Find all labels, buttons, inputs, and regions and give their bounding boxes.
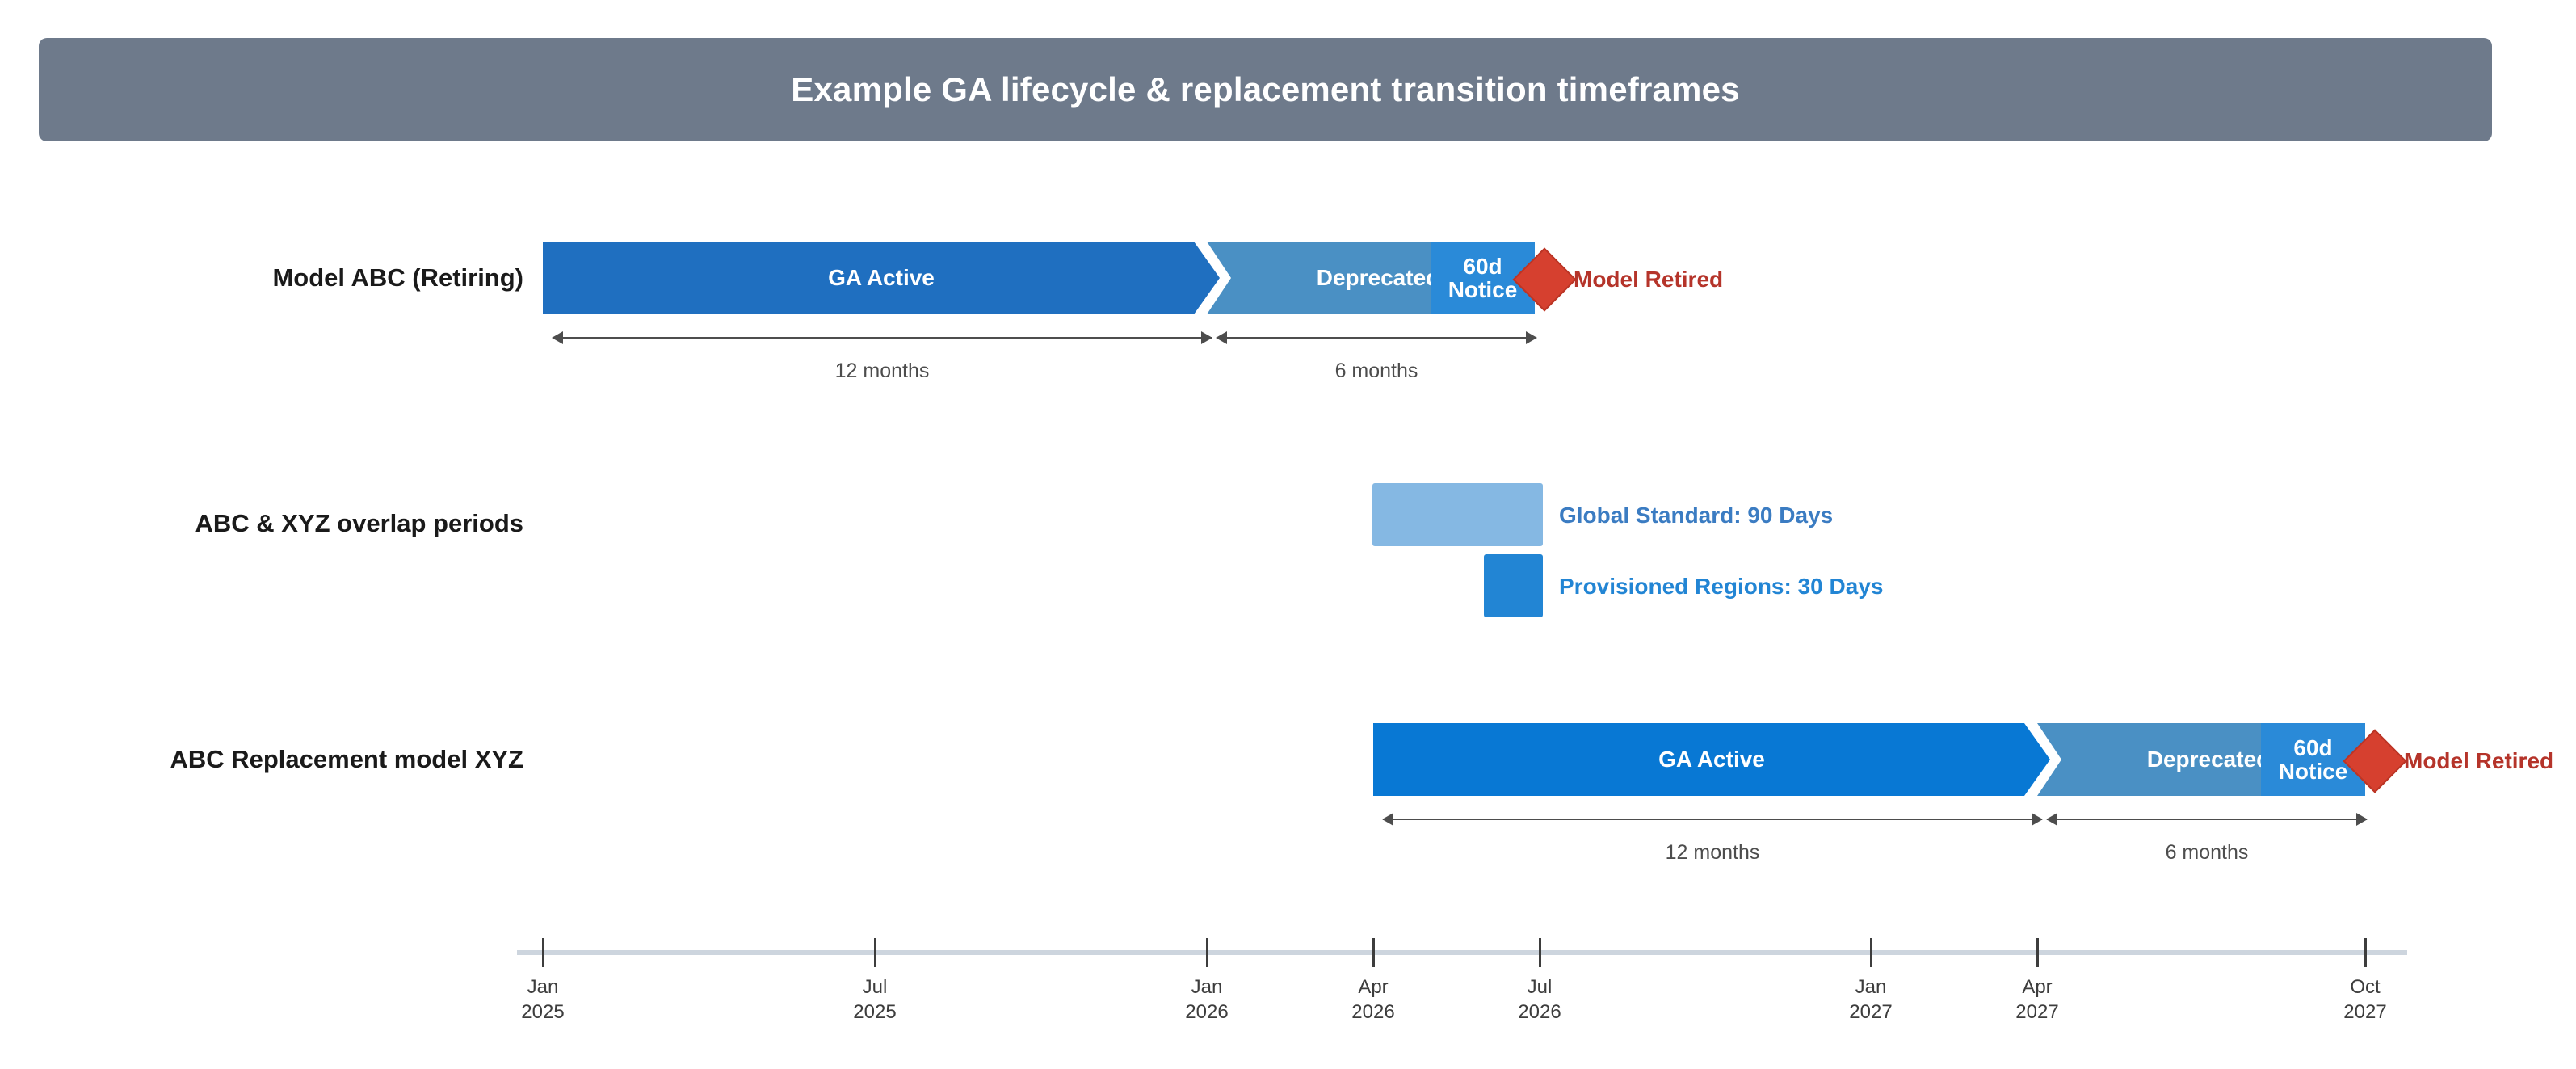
overlap-label-provisioned-regions: Provisioned Regions: 30 Days: [1559, 574, 1884, 599]
measure-arrow-row1-ga: [552, 331, 1212, 344]
axis-tick-jan-2025: [542, 938, 544, 967]
row-label-overlap-periods: ABC & XYZ overlap periods: [195, 509, 523, 537]
bar-row3-ga-active-label: GA Active: [1658, 747, 1765, 772]
bar-overlap-global-standard[interactable]: [1372, 483, 1543, 546]
axis-tick-oct-2027: [2364, 938, 2367, 967]
axis-tick-month: Apr: [1358, 976, 1389, 998]
row-label-replacement-xyz: ABC Replacement model XYZ: [170, 745, 523, 773]
axis-tick-year: 2025: [853, 1000, 897, 1023]
row-label-model-abc: Model ABC (Retiring): [272, 263, 523, 292]
chart-title-banner: Example GA lifecycle & replacement trans…: [39, 38, 2492, 141]
timeline-axis-line: [517, 950, 2407, 955]
axis-tick-apr-2026: [1372, 938, 1375, 967]
axis-tick-year: 2026: [1185, 1000, 1229, 1023]
axis-tick-month: Jan: [527, 976, 559, 998]
axis-tick-month: Jan: [1855, 976, 1887, 998]
bar-row1-notice-label-line2: Notice: [1448, 277, 1518, 302]
bar-row1-deprecated-label: Deprecated: [1316, 265, 1440, 291]
axis-tick-jan-2027: [1870, 938, 1872, 967]
measure-arrow-row3-dep: [2046, 813, 2368, 826]
axis-tick-year: 2026: [1351, 1000, 1395, 1023]
bar-row1-ga-active-label: GA Active: [828, 265, 935, 291]
axis-tick-month: Jul: [862, 976, 888, 998]
measure-label-row1-ga: 12 months: [834, 360, 930, 382]
axis-tick-jul-2026: [1539, 938, 1541, 967]
axis-tick-year: 2027: [1849, 1000, 1893, 1023]
axis-tick-year: 2027: [2343, 1000, 2387, 1023]
axis-tick-month: Jul: [1527, 976, 1553, 998]
measure-arrow-row3-ga: [1382, 813, 2043, 826]
axis-tick-year: 2025: [521, 1000, 565, 1023]
page-title: Example GA lifecycle & replacement trans…: [791, 70, 1740, 108]
bar-row1-notice-label-line1: 60d: [1463, 253, 1502, 279]
bar-row3-notice-label-line2: Notice: [2278, 759, 2348, 784]
axis-tick-jul-2025: [874, 938, 876, 967]
axis-tick-jan-2026: [1206, 938, 1208, 967]
bar-overlap-provisioned-regions[interactable]: [1484, 554, 1543, 617]
axis-tick-apr-2027: [2036, 938, 2039, 967]
measure-label-row3-dep: 6 months: [2165, 841, 2249, 864]
axis-tick-year: 2027: [2015, 1000, 2059, 1023]
axis-tick-year: 2026: [1518, 1000, 1561, 1023]
measure-label-row1-dep: 6 months: [1334, 360, 1418, 382]
milestone-label-row3: Model Retired: [2404, 748, 2554, 773]
milestone-label-row1: Model Retired: [1574, 267, 1724, 292]
bar-row3-deprecated-label: Deprecated: [2146, 747, 2271, 772]
axis-tick-month: Oct: [2350, 976, 2381, 998]
axis-tick-month: Jan: [1191, 976, 1223, 998]
overlap-label-global-standard: Global Standard: 90 Days: [1559, 503, 1834, 528]
measure-arrow-row1-dep: [1216, 331, 1537, 344]
bar-row3-notice-label-line1: 60d: [2293, 734, 2333, 760]
bar-row1-ga-active[interactable]: GA Active: [543, 242, 1220, 314]
measure-label-row3-ga: 12 months: [1665, 841, 1760, 864]
bar-row3-ga-active[interactable]: GA Active: [1373, 723, 2050, 796]
axis-tick-month: Apr: [2022, 976, 2053, 998]
